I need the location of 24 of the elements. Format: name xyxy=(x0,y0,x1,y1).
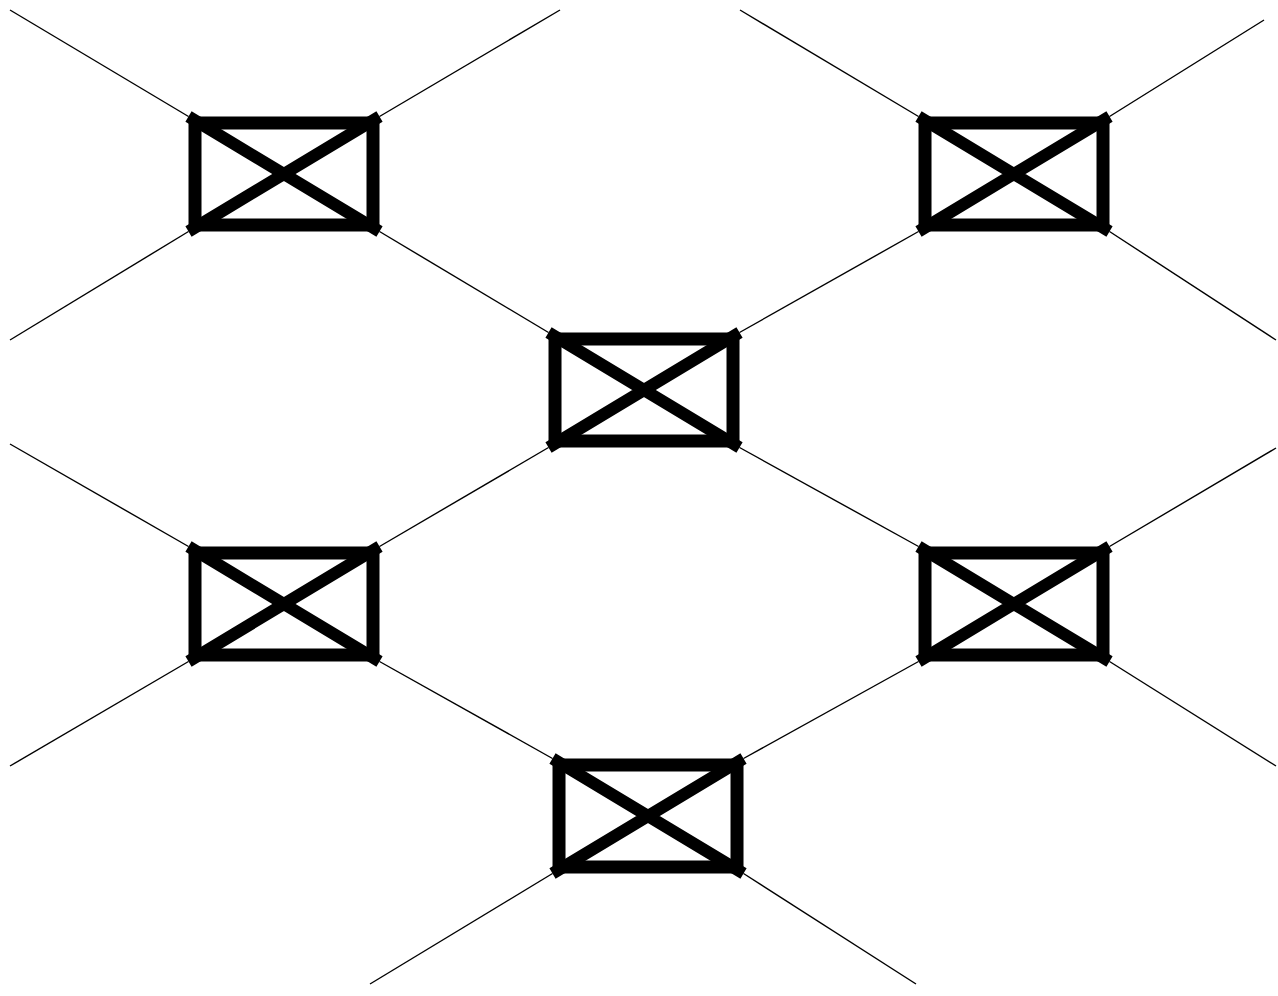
connector-line xyxy=(369,872,554,985)
connector-line xyxy=(378,660,554,760)
connector-line xyxy=(738,230,920,334)
crossed-box xyxy=(542,326,746,454)
crossed-box xyxy=(912,110,1116,238)
connector-line xyxy=(378,9,561,118)
connector-line xyxy=(1108,230,1277,341)
connector-line xyxy=(1108,447,1277,548)
connector-line xyxy=(738,446,920,548)
connector-line xyxy=(9,9,190,118)
connector-line xyxy=(1108,660,1277,767)
crossed-box xyxy=(182,540,386,668)
connector-line xyxy=(1108,19,1265,118)
connector-line xyxy=(378,230,550,334)
connector-line xyxy=(742,872,917,985)
crossed-box xyxy=(182,110,386,238)
connector-line xyxy=(739,9,920,118)
connector-line xyxy=(9,230,190,341)
connector-line xyxy=(9,443,190,548)
connector-line xyxy=(742,660,920,760)
connector-line xyxy=(378,446,550,548)
connector-line xyxy=(9,660,190,767)
crossed-box xyxy=(912,540,1116,668)
crossed-box xyxy=(546,752,750,880)
